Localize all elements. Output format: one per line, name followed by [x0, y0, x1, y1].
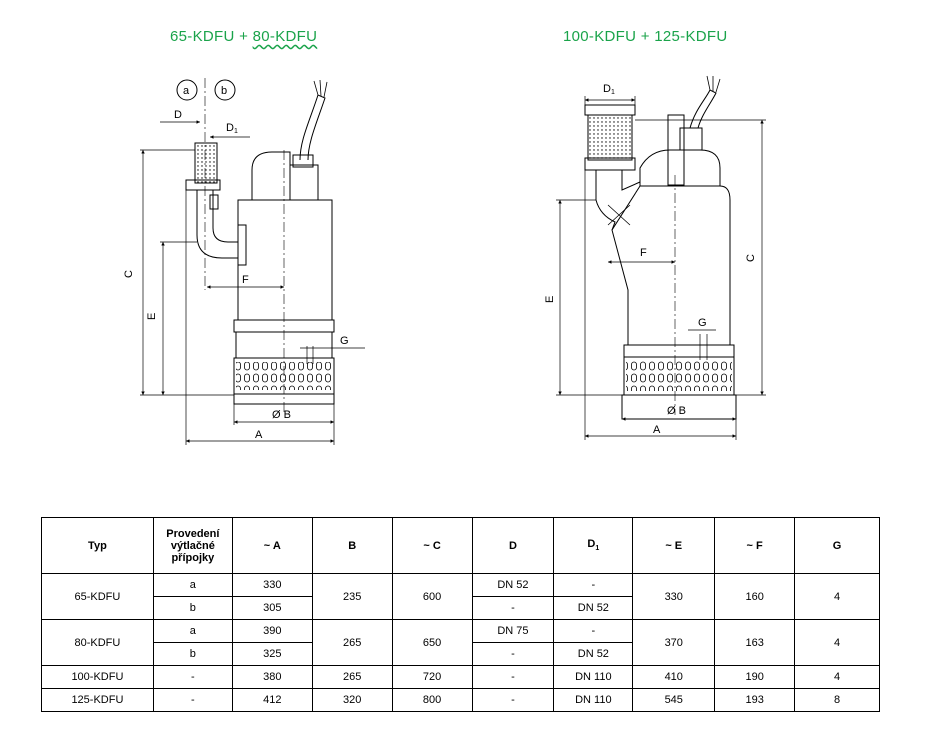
cell-d1: DN 110: [553, 688, 634, 712]
cell-d1: -: [553, 619, 634, 643]
cell-d: DN 75: [471, 619, 555, 643]
cell-a: 412: [231, 688, 313, 712]
dimension-lines-left: [140, 120, 365, 445]
cell-typ: 100-KDFU: [41, 665, 154, 689]
header-f: ~ F: [714, 517, 796, 574]
cell-g: 8: [794, 688, 880, 712]
header-g: G: [794, 517, 880, 574]
label-e: E: [146, 313, 158, 320]
technical-drawings: a b D D1 C E F G Ø B A: [123, 75, 766, 445]
table-row: b 305 - DN 52: [42, 596, 880, 620]
label-g-right: G: [698, 317, 707, 329]
label-b-diameter: Ø B: [272, 409, 291, 421]
cell-c: 650: [391, 619, 473, 666]
cell-provedeni: -: [152, 688, 233, 712]
pump-drawing-right: [584, 75, 737, 420]
cell-typ: 65-KDFU: [41, 573, 154, 620]
dimension-table: Typ Provedení výtlačné přípojky ~ A B ~ …: [41, 517, 880, 712]
cell-e: 370: [632, 619, 716, 666]
cell-g: 4: [794, 619, 880, 666]
cell-provedeni: b: [152, 596, 233, 620]
cell-d: -: [471, 642, 555, 666]
cell-provedeni: a: [152, 573, 233, 597]
drawing-title-left: 65-KDFU + 80-KDFU: [170, 28, 317, 45]
cell-typ: 125-KDFU: [41, 688, 154, 712]
label-f: F: [242, 274, 249, 286]
label-b: b: [221, 85, 227, 97]
table-row: 125-KDFU - 412 320 800 - DN 110 545 193 …: [41, 688, 880, 712]
cell-a: 330: [231, 573, 313, 597]
cell-a: 325: [231, 642, 313, 666]
table-row: 100-KDFU - 380 265 720 - DN 110 410 190 …: [41, 665, 880, 689]
label-e-right: E: [544, 296, 556, 303]
table-header-row: Typ Provedení výtlačné přípojky ~ A B ~ …: [41, 517, 880, 574]
cell-d1: DN 110: [553, 665, 634, 689]
title-left-part1: 65-KDFU +: [170, 28, 253, 45]
cell-d: -: [471, 596, 555, 620]
cell-f: 193: [714, 688, 796, 712]
dimension-labels-right: D1 C E F G Ø B A: [544, 83, 757, 436]
cell-d1: -: [553, 573, 634, 597]
cell-b: 265: [311, 665, 393, 689]
cell-b: 235: [311, 573, 393, 620]
cell-f: 190: [714, 665, 796, 689]
header-e: ~ E: [632, 517, 716, 574]
table-row: b 325 - DN 52: [42, 642, 880, 666]
cell-e: 330: [632, 573, 716, 620]
label-d1: D1: [226, 122, 238, 135]
header-provedeni: Provedení výtlačné přípojky: [152, 517, 233, 574]
label-a-width: A: [255, 429, 263, 441]
label-b-diameter-right: Ø B: [667, 405, 686, 417]
cell-provedeni: b: [152, 642, 233, 666]
label-a: a: [183, 85, 190, 97]
pump-drawing-left: [176, 78, 335, 415]
cell-a: 390: [231, 619, 313, 643]
label-c-right: C: [745, 254, 757, 262]
label-a-width-right: A: [653, 424, 661, 436]
cell-e: 545: [632, 688, 716, 712]
label-c: C: [123, 270, 135, 278]
cell-provedeni: -: [152, 665, 233, 689]
label-f-right: F: [640, 247, 647, 259]
label-d1-right: D1: [603, 83, 615, 96]
label-d: D: [174, 109, 182, 121]
drawing-title-right: 100-KDFU + 125-KDFU: [563, 28, 728, 45]
dimension-labels-left: a b D D1 C E F G Ø B A: [123, 85, 349, 441]
cell-f: 160: [714, 573, 796, 620]
cell-c: 720: [391, 665, 473, 689]
header-d: D: [471, 517, 555, 574]
title-left-part2: 80-KDFU: [252, 28, 318, 45]
cell-g: 4: [794, 665, 880, 689]
header-b: B: [311, 517, 393, 574]
cell-typ: 80-KDFU: [41, 619, 154, 666]
table-row: 80-KDFU a 390 265 650 DN 75 - 370 163 4: [41, 619, 880, 666]
cell-a: 380: [231, 665, 313, 689]
cell-d: -: [471, 665, 555, 689]
table-row: 65-KDFU a 330 235 600 DN 52 - 330 160 4: [41, 573, 880, 620]
cell-d1: DN 52: [553, 596, 634, 620]
cell-e: 410: [632, 665, 716, 689]
cell-d: -: [471, 688, 555, 712]
cell-b: 265: [311, 619, 393, 666]
cell-c: 600: [391, 573, 473, 620]
cell-b: 320: [311, 688, 393, 712]
header-c: ~ C: [391, 517, 473, 574]
header-typ: Typ: [41, 517, 154, 574]
label-g: G: [340, 335, 349, 347]
cell-d1: DN 52: [553, 642, 634, 666]
dimension-lines-right: [556, 96, 766, 440]
cell-provedeni: a: [152, 619, 233, 643]
header-d1: D1: [553, 517, 634, 574]
cell-f: 163: [714, 619, 796, 666]
cell-a: 305: [231, 596, 313, 620]
cell-d: DN 52: [471, 573, 555, 597]
cell-g: 4: [794, 573, 880, 620]
header-a: ~ A: [231, 517, 313, 574]
cell-c: 800: [391, 688, 473, 712]
